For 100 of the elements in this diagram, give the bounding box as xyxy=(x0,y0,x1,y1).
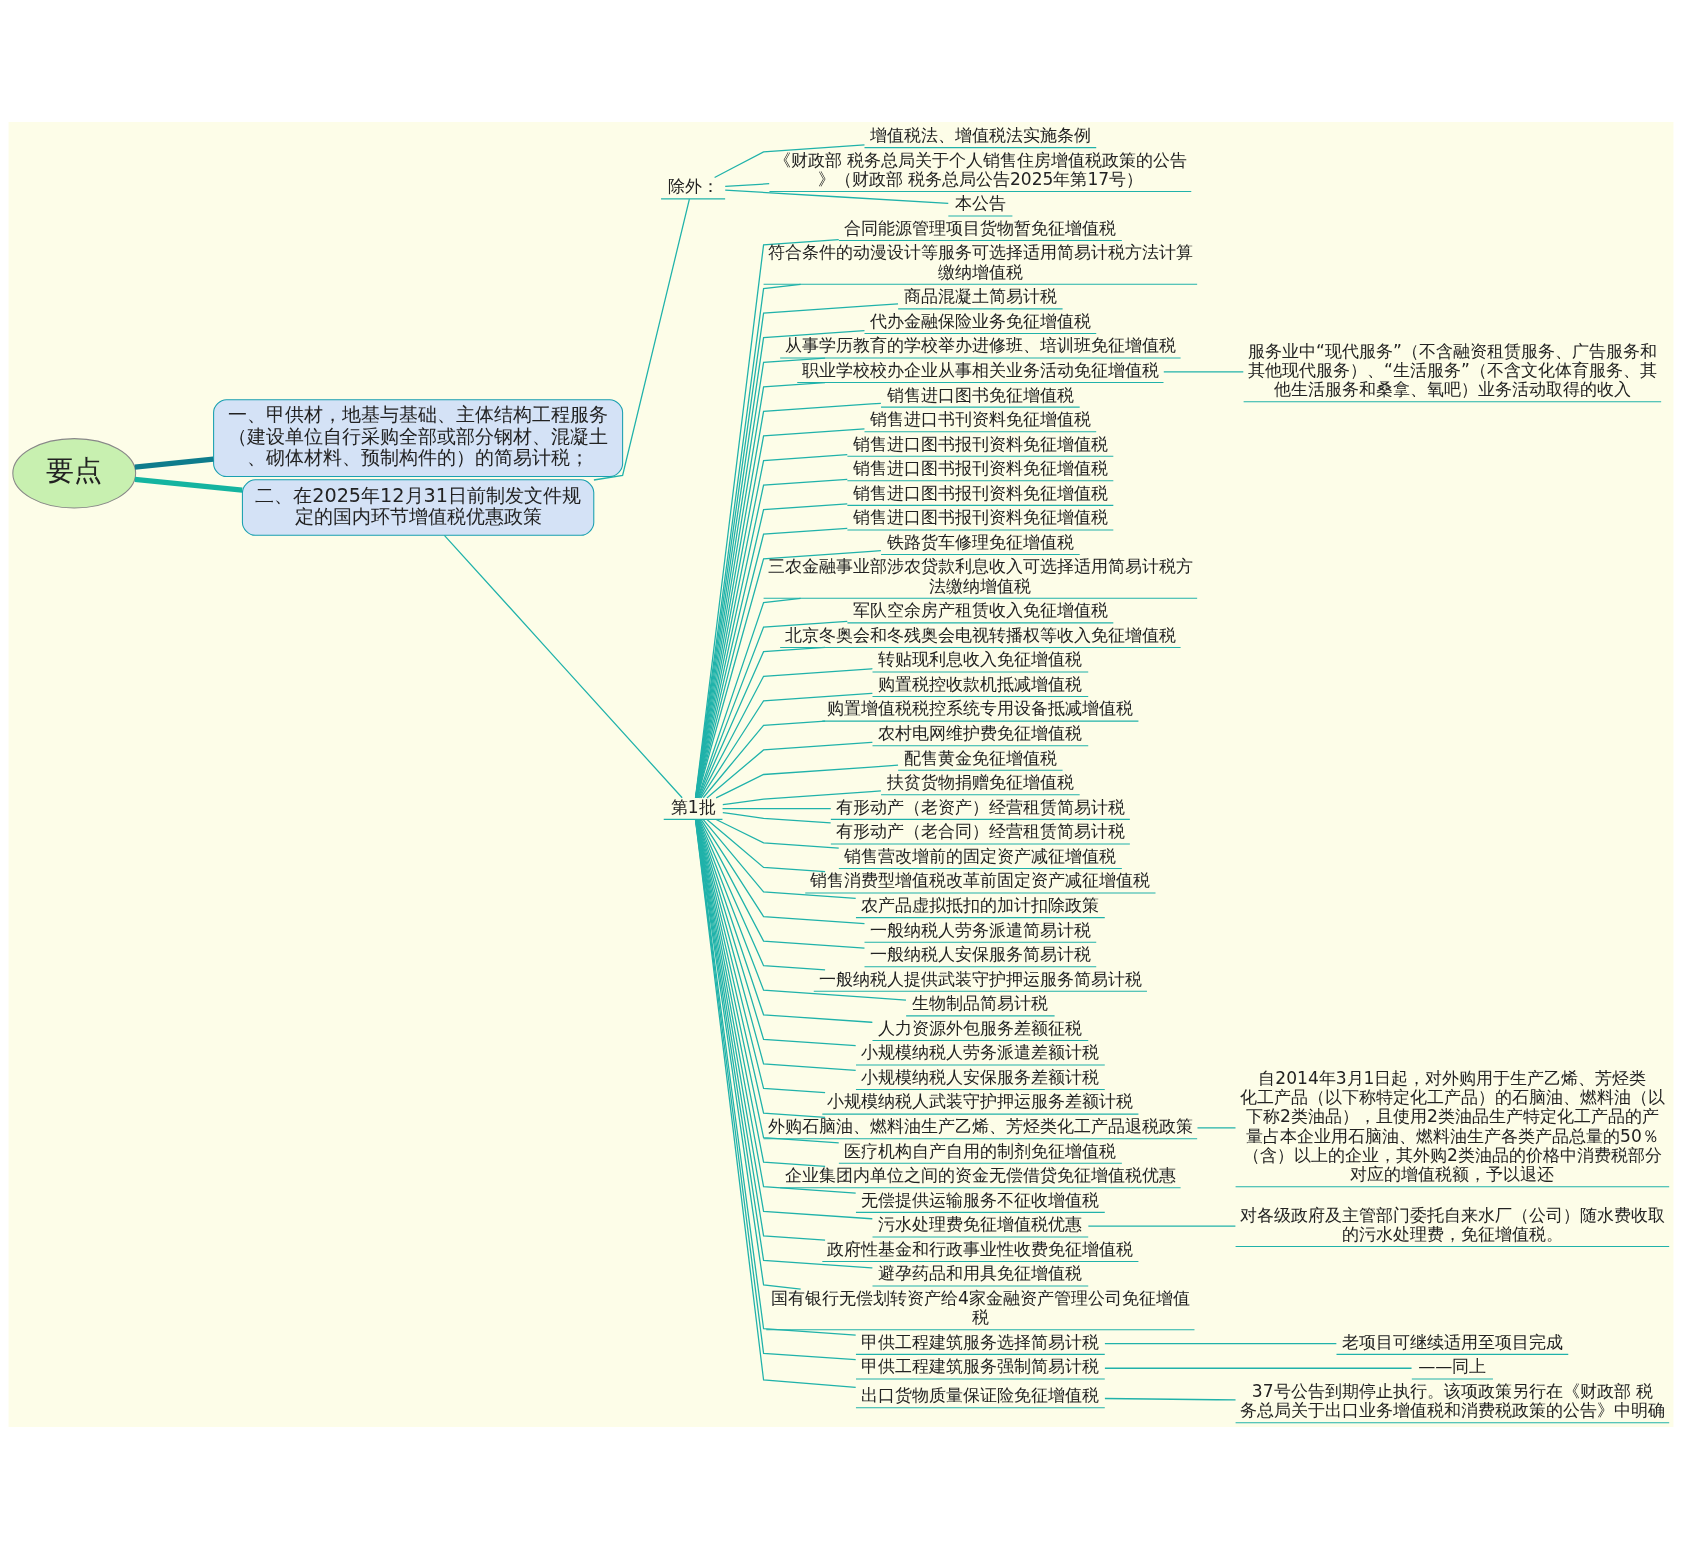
node-text: 销售消费型增值税改革前固定资产减征增值税 xyxy=(810,869,1151,890)
node-text: 三农金融事业部涉农贷款利息收入可选择适用简易计税方法缴纳增值税 xyxy=(767,555,1193,596)
node-text: 农产品虚拟抵扣的加计扣除政策 xyxy=(861,894,1100,915)
connector xyxy=(694,238,840,799)
node-text: 合同能源管理项目货物暂免征增值税 xyxy=(844,217,1117,238)
connector xyxy=(715,764,899,798)
node-text: 人力资源外包服务差额征税 xyxy=(878,1017,1083,1038)
node-text: 销售进口图书免征增值税 xyxy=(886,384,1074,405)
node-text: 销售进口图书报刊资料免征增值税 xyxy=(852,433,1108,454)
node-text: 服务业中“现代服务”（不含融资租赁服务、广告服务和其他现代服务）、“生活服务”（不含文化体育服务、其他生活服务和桑拿、氧吧）业务活动取得的收入 xyxy=(1248,340,1657,399)
node-text: 第1批 xyxy=(670,796,716,817)
connector xyxy=(722,811,832,824)
connector xyxy=(698,646,826,799)
connector xyxy=(695,818,840,1143)
node-text: 代办金融保险业务免征增值税 xyxy=(869,310,1091,331)
node-text: 军队空余房产租赁收入免征增值税 xyxy=(852,599,1108,620)
node-text: 小规模纳税人安保服务差额计税 xyxy=(861,1066,1100,1087)
node-text: 销售进口书刊资料免征增值税 xyxy=(869,408,1091,429)
node-text: 企业集团内单位之间的资金无偿借贷免征增值税优惠 xyxy=(784,1164,1176,1185)
node-text: 商品混凝土简易计税 xyxy=(903,285,1057,306)
connector xyxy=(715,818,840,849)
connector xyxy=(697,818,907,1001)
node-box: 一、甲供材，地基与基础、主体结构工程服务（建设单位自行采购全部或部分钢材、混凝土、砌体材料、预制构件的）的简易计税； xyxy=(213,398,624,477)
node-text: 自2014年3月1日起，对外购用于生产乙烯、芳烃类化工产品（以下称特定化工产品）的石脑油、燃料油（以下称2类油品），且使用2类油品生产特定化工产品的产量占本企业用石脑油、燃料油生产各类产品总量的50％（含）以上的企业，其外购2类油品的价格中消费税部分对应的增值税额，予以退还 xyxy=(1239,1067,1665,1184)
node-text: 职业学校校办企业从事相关业务活动免征增值税 xyxy=(801,359,1159,380)
connector xyxy=(1087,1225,1237,1227)
node-text: 生物制品简易计税 xyxy=(912,992,1049,1013)
node-text: 无偿提供运输服务不征收增值税 xyxy=(861,1189,1100,1210)
node-text: 销售营改增前的固定资产减征增值税 xyxy=(844,845,1117,866)
connector xyxy=(697,620,848,798)
node-text: 一般纳税人劳务派遣简易计税 xyxy=(869,919,1091,940)
node-ellipse: 要点 xyxy=(12,437,137,509)
node-text: 污水处理费免征增值税优惠 xyxy=(878,1213,1083,1234)
connector xyxy=(699,667,874,798)
node-text: 购置税控收款机抵减增值税 xyxy=(878,673,1083,694)
node-text: 一般纳税人提供武装守护押运服务简易计税 xyxy=(818,968,1142,989)
node-text: 符合条件的动漫设计等服务可选择适用简易计税方法计算缴纳增值税 xyxy=(767,241,1193,282)
connector xyxy=(721,807,832,809)
node-text: 甲供工程建筑服务强制简易计税 xyxy=(861,1355,1100,1376)
connector xyxy=(593,198,691,481)
node-box: 二、在2025年12月31日前制发文件规定的国内环节增值税优惠政策 xyxy=(241,478,595,536)
node-text: 避孕药品和用具免征增值税 xyxy=(878,1262,1083,1283)
node-text: 有形动产（老合同）经营租赁简易计税 xyxy=(835,820,1125,841)
connector xyxy=(699,818,866,949)
connector xyxy=(695,818,857,1194)
node-text: 扶贫货物捐赠免征增值税 xyxy=(886,771,1074,792)
connector xyxy=(1196,1126,1237,1129)
connector xyxy=(702,818,857,899)
node-text: 出口货物质量保证险免征增值税 xyxy=(861,1384,1100,1405)
node-text: 老项目可继续适用至项目完成 xyxy=(1341,1331,1563,1352)
connector xyxy=(695,302,899,798)
connector xyxy=(706,818,826,872)
connector xyxy=(702,719,826,798)
connector xyxy=(695,329,866,799)
connector xyxy=(724,182,770,187)
connector xyxy=(722,789,882,805)
connector xyxy=(134,455,214,470)
connector xyxy=(443,534,683,798)
connector xyxy=(1163,370,1244,373)
connector xyxy=(1104,1367,1413,1369)
node-text: 对各级政府及主管部门委托自来水厂（公司）随水费收取的污水处理费，免征增值税。 xyxy=(1239,1204,1665,1244)
connector xyxy=(696,549,882,799)
node-text: 外购石脑油、燃料油生产乙烯、芳烃类化工产品退税政策 xyxy=(767,1115,1193,1136)
node-text: 小规模纳税人武装守护押运服务差额计税 xyxy=(827,1090,1134,1111)
node-text: 销售进口图书报刊资料免征增值税 xyxy=(852,506,1108,527)
connector xyxy=(1104,1397,1237,1401)
connector xyxy=(713,143,866,178)
node-text: 购置增值税税控系统专用设备抵减增值税 xyxy=(827,697,1134,718)
node-text: 转贴现利息收入免征增值税 xyxy=(878,648,1083,669)
node-text: 本公告 xyxy=(954,192,1006,213)
node-text: 农村电网维护费免征增值税 xyxy=(878,722,1083,743)
connector xyxy=(700,692,874,799)
node-text: 医疗机构自产自用的制剂免征增值税 xyxy=(844,1140,1117,1161)
connector xyxy=(1104,1342,1337,1344)
node-text: 销售进口图书报刊资料免征增值税 xyxy=(852,457,1108,478)
node-text: 小规模纳税人劳务派遣差额计税 xyxy=(861,1041,1100,1062)
node-text: 从事学历教育的学校举办进修班、培训班免征增值税 xyxy=(784,334,1176,355)
node-text: 销售进口图书报刊资料免征增值税 xyxy=(852,482,1108,503)
node-text: 政府性基金和行政事业性收费免征增值税 xyxy=(827,1238,1134,1259)
node-text: 国有银行无偿划转资产给4家金融资产管理公司免征增值税 xyxy=(770,1287,1190,1327)
connector xyxy=(697,597,802,799)
connector xyxy=(134,476,243,493)
node-text: 增值税法、增值税法实施条例 xyxy=(869,124,1091,145)
node-text: ——同上 xyxy=(1418,1355,1487,1376)
node-text: 北京冬奥会和冬残奥会电视转播权等收入免征增值税 xyxy=(784,624,1176,645)
connector xyxy=(697,818,874,1023)
node-text: 《财政部 税务总局关于个人销售住房增值税政策的公告》（财政部 税务总局公告2025年第17号） xyxy=(773,149,1188,189)
node-text: 有形动产（老资产）经营租赁简易计税 xyxy=(835,796,1125,817)
connector xyxy=(698,818,826,971)
connector xyxy=(695,818,826,1241)
connector xyxy=(724,188,949,204)
connector xyxy=(700,818,866,924)
connector xyxy=(694,283,802,798)
node-text: 甲供工程建筑服务选择简易计税 xyxy=(861,1331,1100,1352)
node-text: 一般纳税人安保服务简易计税 xyxy=(869,943,1091,964)
connector xyxy=(706,741,874,799)
node-text: 37号公告到期停止执行。该项政策另行在《财政部 税务总局关于出口业务增值税和消费税政策的公告》中明确 xyxy=(1239,1380,1665,1420)
node-text: 配售黄金免征增值税 xyxy=(903,747,1057,768)
node-text: 铁路货车修理免征增值税 xyxy=(886,531,1074,552)
node-text: 除外： xyxy=(667,175,719,196)
